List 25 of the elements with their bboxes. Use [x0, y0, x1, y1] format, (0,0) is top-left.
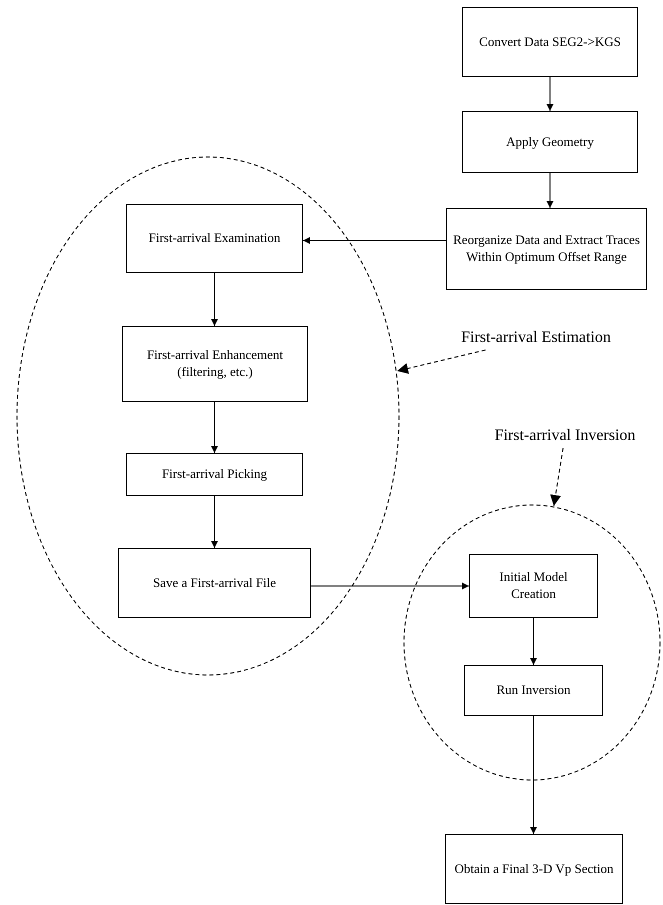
- process-box: Initial Model Creation: [469, 554, 598, 618]
- annotation-text: First-arrival Inversion: [470, 424, 660, 448]
- leader-arrow: [396, 350, 486, 374]
- annotation-text: First-arrival Estimation: [436, 326, 636, 350]
- arrow: [546, 76, 554, 112]
- process-box: Reorganize Data and Extract Traces Within Optimum Offset Range: [446, 208, 647, 290]
- process-box: Run Inversion: [464, 665, 603, 716]
- arrow: [546, 172, 554, 208]
- process-box: First-arrival Picking: [126, 453, 303, 496]
- dashed-ellipse: [403, 504, 661, 781]
- process-box: First-arrival Examination: [126, 204, 303, 273]
- leader-arrow: [550, 448, 564, 506]
- arrow: [302, 237, 446, 244]
- arrow: [530, 618, 537, 666]
- arrow: [211, 272, 218, 326]
- process-box: Save a First-arrival File: [118, 548, 311, 618]
- arrow: [211, 402, 218, 454]
- arrow: [530, 716, 537, 834]
- arrow: [310, 582, 470, 590]
- process-box: Apply Geometry: [462, 111, 638, 173]
- process-box: Convert Data SEG2->KGS: [462, 7, 638, 77]
- process-box: First-arrival Enhancement (filtering, etc.): [122, 326, 308, 402]
- arrow: [211, 496, 218, 548]
- dashed-ellipse: [16, 156, 400, 676]
- process-box: Obtain a Final 3-D Vp Section: [445, 834, 623, 904]
